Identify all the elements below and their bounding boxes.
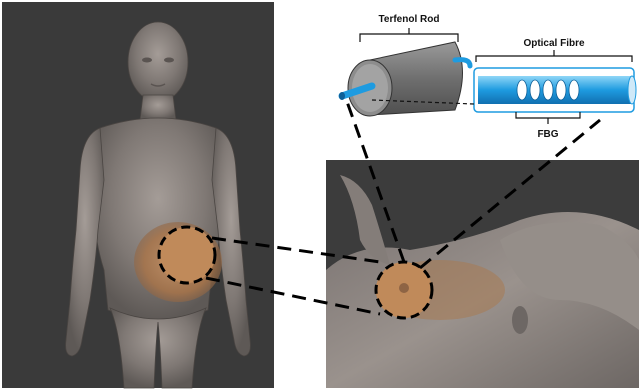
optical-fibre [474,68,636,112]
torso-panel [326,160,639,388]
full-body-panel [2,2,274,388]
sensor-schematic: Terfenol Rod Optical Fibre FBG [339,14,636,140]
terfenol-rod [348,42,463,116]
fbg-bracket [516,112,580,118]
terfenol-bracket [360,34,458,42]
fbg-label: FBG [537,129,558,140]
terfenol-rod-label: Terfenol Rod [379,14,440,25]
optical-fibre-bracket [476,56,632,62]
abdomen-highlight-circle [159,227,215,283]
sensor-point [399,283,409,293]
optical-fibre-label: Optical Fibre [523,38,585,49]
